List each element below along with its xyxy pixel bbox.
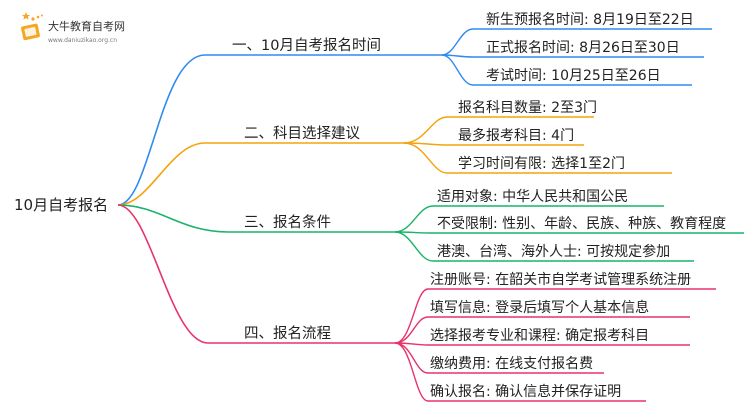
branch-label: 二、科目选择建议 [244, 125, 360, 142]
leaf-connector [394, 342, 429, 402]
leaf-label: 适用对象: 中华人民共和国公民 [437, 189, 628, 205]
leaf-label: 新生预报名时间: 8月19日至22日 [486, 12, 694, 28]
leaf-label: 确认报名: 确认信息并保存证明 [430, 383, 621, 400]
leaf-label: 填写信息: 登录后填写个人基本信息 [430, 299, 649, 316]
leaf-connector [403, 116, 448, 144]
branch-process: 四、报名流程 注册账号: 在韶关市自学考试管理系统注册 填写信息: 登录后填写个… [117, 204, 716, 402]
leaf-label: 最多报考科目: 4门 [458, 127, 574, 144]
leaf-label: 注册账号: 在韶关市自学考试管理系统注册 [430, 271, 691, 288]
leaf-label: 正式报名时间: 8月26日至30日 [486, 40, 680, 56]
leaf-label: 港澳、台湾、海外人士: 可按规定参加 [437, 243, 670, 260]
root-connector [117, 54, 228, 206]
leaf-connector [441, 28, 474, 56]
brand-name: 大牛教育自考网 [48, 19, 125, 33]
leaf-label: 报名科目数量: 2至3门 [458, 100, 597, 116]
branch-subject-advice: 二、科目选择建议 报名科目数量: 2至3门 最多报考科目: 4门 学习时间有限:… [117, 100, 672, 206]
brand-url: www.daniuzikao.org.cn [48, 37, 117, 44]
leaf-connector [394, 205, 434, 233]
leaf-label: 考试时间: 10月25日至26日 [486, 68, 661, 84]
book-icon [21, 12, 43, 41]
leaf-connector [441, 54, 474, 86]
leaf-connector [394, 288, 429, 344]
leaf-label: 选择报考专业和课程: 确定报考科目 [430, 328, 649, 344]
branch-label: 四、报名流程 [244, 325, 331, 342]
root-connector [117, 142, 228, 206]
branch-label: 三、报名条件 [244, 214, 331, 231]
branch-label: 一、10月自考报名时间 [232, 37, 381, 54]
leaf-label: 缴纳费用: 在线支付报名费 [430, 356, 593, 372]
leaf-connector [403, 142, 448, 174]
leaf-connector [394, 231, 434, 262]
branch-requirements: 三、报名条件 适用对象: 中华人民共和国公民 不受限制: 性别、年龄、民族、种族… [117, 189, 744, 262]
leaf-label: 学习时间有限: 选择1至2门 [458, 156, 625, 172]
leaf-connector [394, 316, 429, 344]
root-connector [117, 204, 229, 233]
root-node: 10月自考报名 [14, 196, 108, 214]
brand-logo: 大牛教育自考网 www.daniuzikao.org.cn [21, 12, 125, 44]
leaf-label: 不受限制: 性别、年龄、民族、种族、教育程度 [437, 216, 726, 232]
branch-registration-time: 一、10月自考报名时间 新生预报名时间: 8月19日至22日 正式报名时间: 8… [117, 12, 712, 206]
root-connector [117, 204, 228, 344]
